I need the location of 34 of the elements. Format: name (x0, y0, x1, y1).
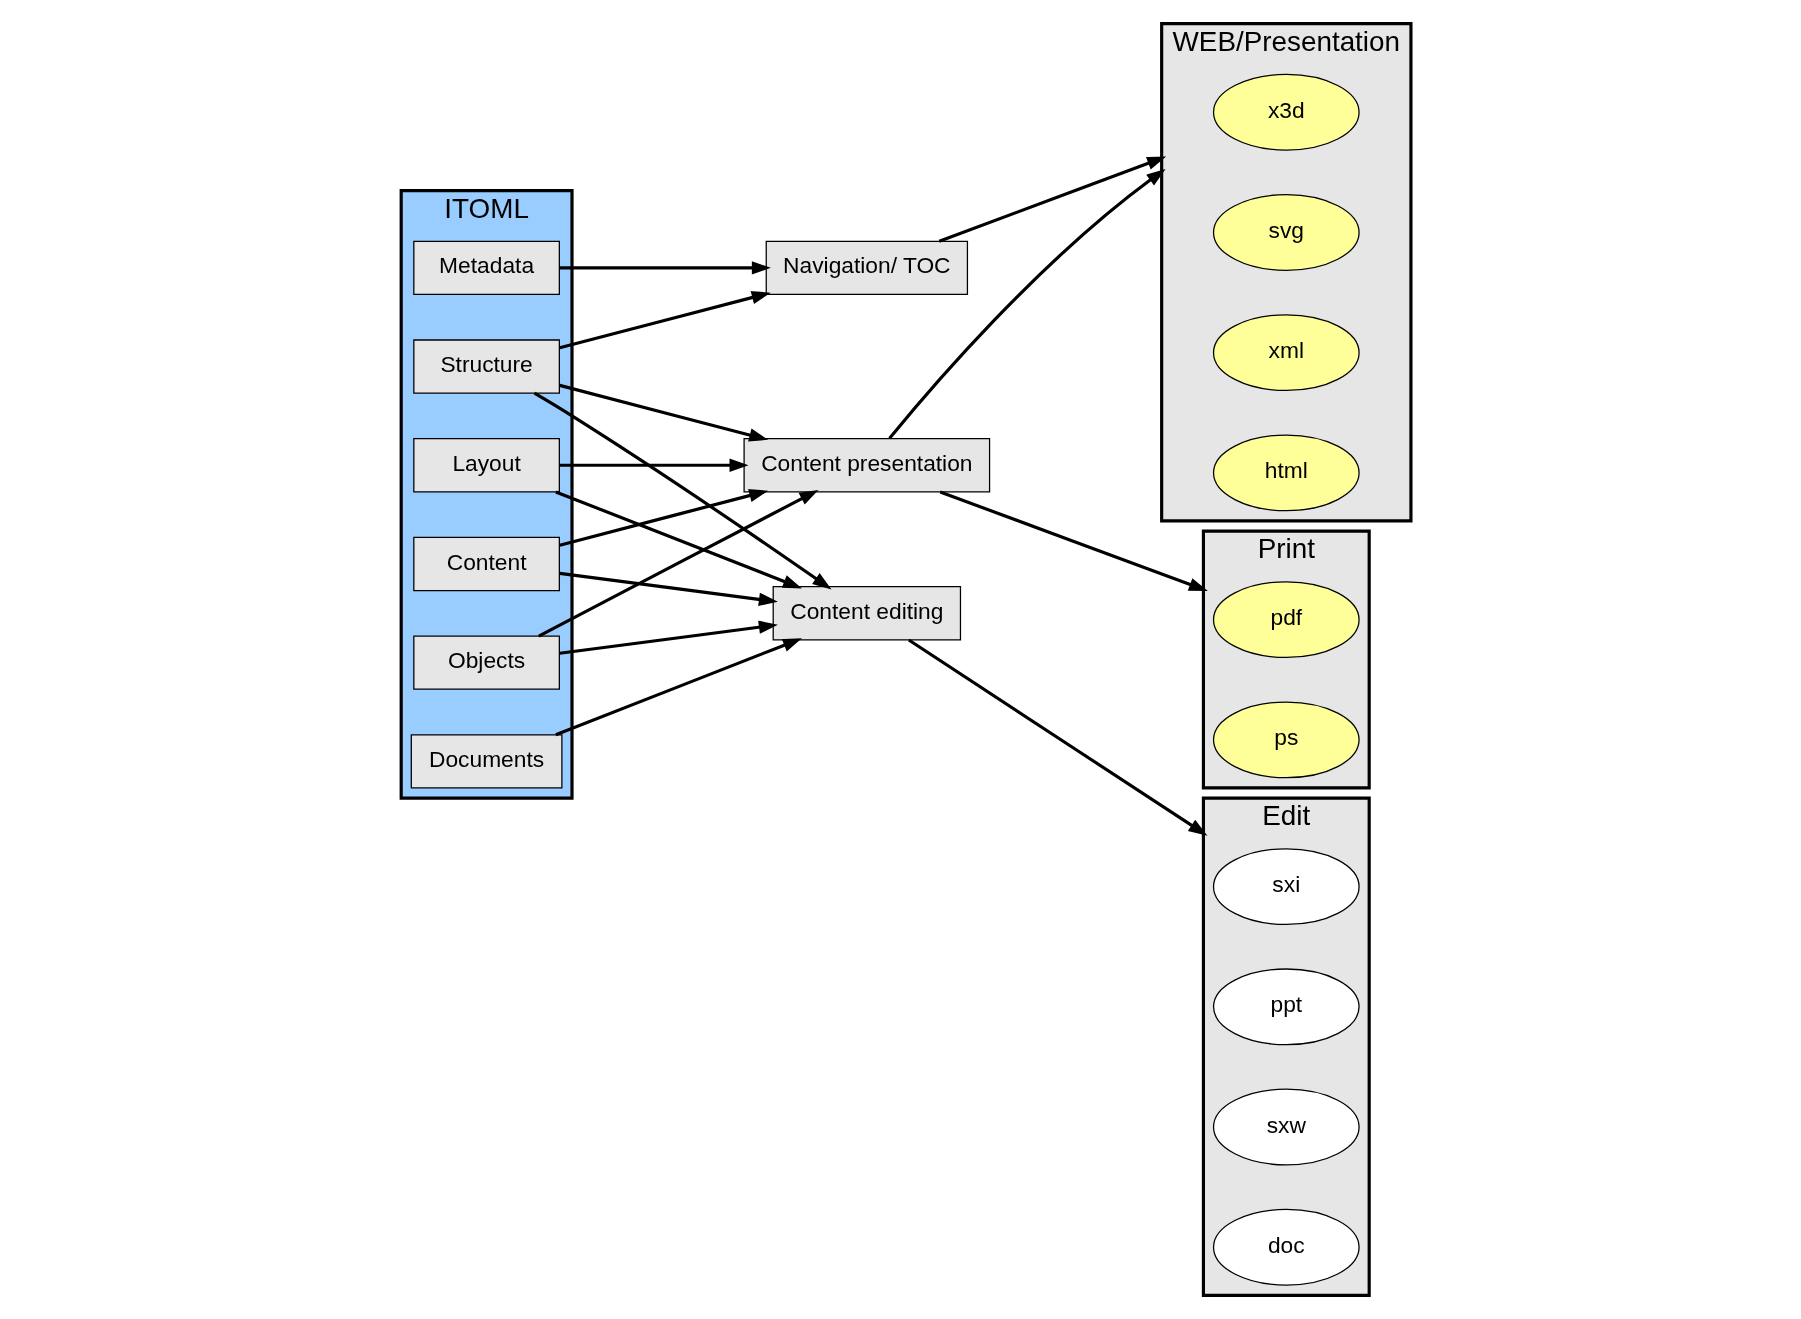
arrow (559, 571, 778, 606)
node-box: Navigation/ TOC (765, 240, 968, 296)
node-box: Objects (412, 635, 560, 690)
node-ellipse: xml (1212, 314, 1360, 392)
node-box: Content presentation (742, 438, 990, 493)
arrow (559, 620, 778, 655)
arrow (533, 391, 832, 590)
arrow (887, 168, 1166, 440)
arrow (559, 261, 771, 275)
arrow (558, 383, 768, 442)
node-ellipse: pdf (1212, 581, 1360, 659)
arrow (907, 638, 1207, 836)
node-box: Structure (412, 339, 560, 394)
arrow (537, 489, 818, 638)
node-ellipse: html (1212, 434, 1360, 512)
node-ellipse: sxw (1212, 1088, 1360, 1166)
arrow (938, 156, 1166, 243)
arrow (554, 638, 802, 737)
node-ellipse: ps (1212, 701, 1360, 779)
node-ellipse: ppt (1212, 968, 1360, 1046)
node-ellipse: sxi (1212, 848, 1360, 926)
node-ellipse: svg (1212, 193, 1360, 271)
node-ellipse: x3d (1212, 73, 1360, 151)
arrow (559, 458, 749, 472)
arrow (558, 489, 768, 547)
arrow (558, 291, 771, 350)
node-box: Content (412, 536, 560, 592)
node-box: Layout (412, 438, 560, 493)
node-box: Content editing (772, 586, 961, 641)
arrow (939, 490, 1208, 592)
node-box: Metadata (412, 240, 560, 296)
arrow (554, 490, 802, 589)
node-ellipse: doc (1212, 1208, 1360, 1286)
node-box: Documents (410, 734, 562, 789)
